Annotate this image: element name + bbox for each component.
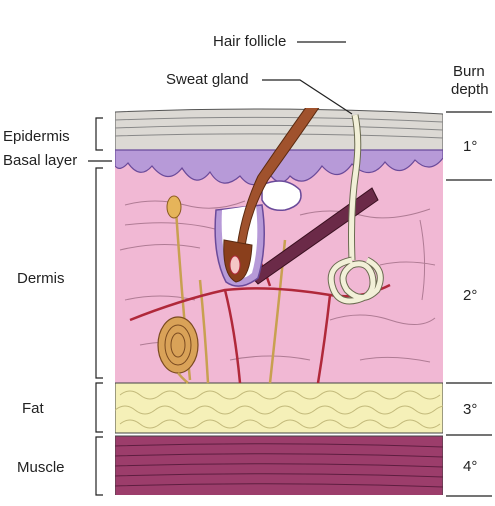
skin-cross-section — [115, 108, 443, 495]
epidermis-layer — [115, 108, 443, 151]
label-dermis: Dermis — [17, 270, 65, 287]
bracket-epidermis — [95, 117, 103, 151]
label-sweat-gland: Sweat gland — [166, 71, 249, 88]
burn-degree-first: 1° — [463, 138, 477, 155]
bracket-fat — [95, 382, 103, 433]
muscle-fibers — [115, 443, 443, 488]
arrector-pili-muscle — [249, 187, 379, 285]
pacinian-corpuscle — [157, 316, 199, 384]
left-brackets — [88, 117, 112, 496]
sebaceous-gland — [261, 180, 302, 212]
burn-degree-second: 2° — [463, 287, 477, 304]
bracket-dermis — [95, 167, 103, 379]
label-hair-follicle: Hair follicle — [213, 33, 286, 50]
label-muscle: Muscle — [17, 459, 65, 476]
burn-depth-title-line1: Burn — [453, 63, 485, 80]
burn-depth-scale: Burn depth 1° 2° 3° 4° — [446, 63, 492, 497]
left-labels: Epidermis Basal layer Dermis Fat Muscle — [3, 128, 77, 476]
label-epidermis: Epidermis — [3, 128, 70, 145]
nerve-ending — [166, 195, 182, 219]
pointer-sweat-gland — [262, 79, 353, 115]
epidermis-lines — [115, 116, 443, 139]
burn-depth-dividers — [446, 111, 492, 497]
bracket-muscle — [95, 436, 103, 496]
fat-lobules — [115, 390, 443, 429]
burn-degree-third: 3° — [463, 401, 477, 418]
burn-degree-fourth: 4° — [463, 458, 477, 475]
burn-depth-title-line2: depth — [451, 81, 489, 98]
label-fat: Fat — [22, 400, 45, 417]
dermal-papilla — [229, 255, 241, 275]
top-labels: Hair follicle Sweat gland — [166, 33, 353, 115]
sweat-gland-coil — [327, 256, 384, 305]
label-basal-layer: Basal layer — [3, 152, 77, 169]
sweat-duct — [349, 114, 361, 261]
